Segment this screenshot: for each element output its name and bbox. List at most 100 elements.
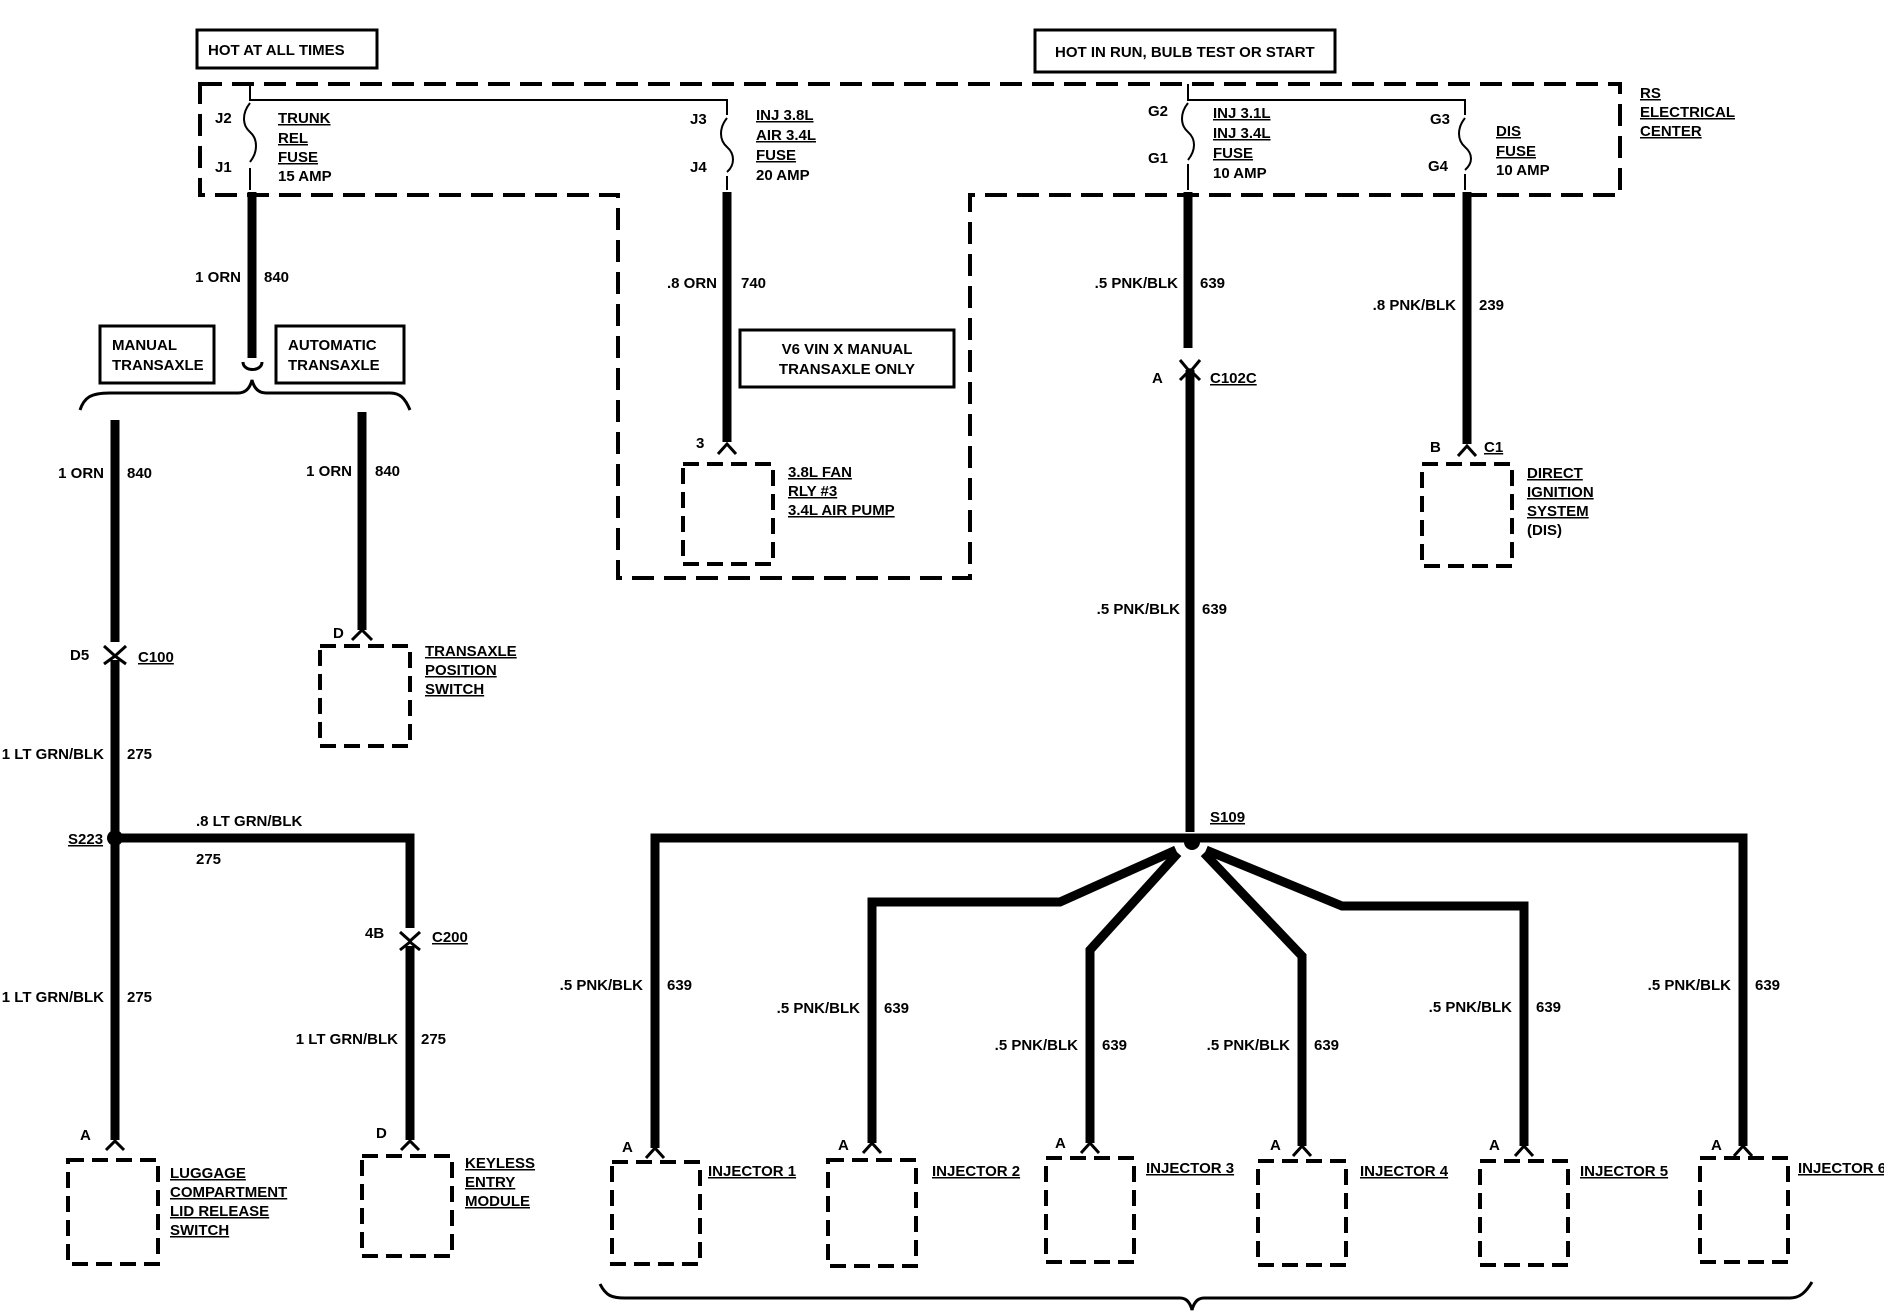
connector-symbols [102, 359, 1754, 1160]
inj-air-fuse-label-4: 20 AMP [756, 167, 810, 184]
injector-4-pin: A [1270, 1137, 1281, 1154]
wire-840-top-circuit: 840 [264, 269, 289, 286]
luggage-label-1: LUGGAGE [170, 1165, 246, 1182]
wire-740-circuit: 740 [741, 275, 766, 292]
hot-at-all-times-box [195, 28, 379, 70]
wire-239-circuit: 239 [1479, 297, 1504, 314]
splice-s223-label: S223 [68, 831, 103, 848]
luggage-label-2: COMPARTMENT [170, 1184, 287, 1201]
wire-840-manual-circuit: 840 [127, 465, 152, 482]
injector-3-label: INJECTOR 3 [1146, 1160, 1234, 1177]
wire-275-a-gauge: 1 LT GRN/BLK [2, 746, 104, 763]
inj-fuse-label-1: INJ 3.1L [1213, 105, 1271, 122]
fan-relay-pin: 3 [696, 435, 704, 452]
dis-fuse-label-1: DIS [1496, 123, 1521, 140]
terminal-j2: J2 [215, 110, 232, 127]
injector-4-label: INJECTOR 4 [1360, 1163, 1449, 1180]
injector-1-box [610, 1160, 702, 1266]
dis-fuse [1458, 117, 1472, 190]
wire-275-branch-circuit: 275 [196, 851, 221, 868]
tps-label-1: TRANSAXLE [425, 643, 517, 660]
wire-inj1 [650, 833, 1192, 1148]
terminal-j1: J1 [215, 159, 232, 176]
injector-2-pin: A [838, 1137, 849, 1154]
fan-relay-label-1: 3.8L FAN [788, 464, 852, 481]
wire-inj6-circuit: 639 [1755, 977, 1780, 994]
injector-6-label: INJECTOR 6 [1798, 1160, 1884, 1177]
trunk-fuse [243, 84, 257, 190]
wire-inj2 [867, 845, 1178, 1143]
c1-pin: B [1430, 439, 1441, 456]
c200-pin: 4B [365, 925, 384, 942]
wire-inj3-circuit: 639 [1102, 1037, 1127, 1054]
terminal-j3: J3 [690, 111, 707, 128]
automatic-transaxle-label-1: AUTOMATIC [288, 337, 377, 354]
injector-1-pin: A [622, 1139, 633, 1156]
v6-note-box [738, 328, 956, 389]
trunk-fuse-label-1: TRUNK [278, 110, 331, 127]
injector-4-box [1256, 1159, 1348, 1267]
trunk-fuse-label-2: REL [278, 130, 308, 147]
c200-name: C200 [432, 929, 468, 946]
wire-275-c-circuit: 275 [421, 1031, 446, 1048]
keyless-pin: D [376, 1125, 387, 1142]
wire-inj4-circuit: 639 [1314, 1037, 1339, 1054]
dis-fuse-label-2: FUSE [1496, 143, 1536, 160]
hot-in-run-label: HOT IN RUN, BULB TEST OR START [1055, 44, 1315, 61]
hot-at-all-times-label: HOT AT ALL TIMES [208, 42, 345, 59]
injector-2-label: INJECTOR 2 [932, 1163, 1020, 1180]
trunk-fuse-label-3: FUSE [278, 149, 318, 166]
keyless-label-3: MODULE [465, 1193, 530, 1210]
c1-name: C1 [1484, 439, 1503, 456]
injector-1-label: INJECTOR 1 [708, 1163, 796, 1180]
wire-inj2-circuit: 639 [884, 1000, 909, 1017]
wire-inj5 [1204, 845, 1529, 1146]
fan-relay-label-2: RLY #3 [788, 483, 837, 500]
luggage-box [66, 1158, 160, 1266]
wire-239-gauge: .8 PNK/BLK [1373, 297, 1457, 314]
wire-inj6 [1192, 833, 1748, 1146]
wire-639-mid-circuit: 639 [1202, 601, 1227, 618]
c100-pin: D5 [70, 647, 89, 664]
dis-label-1: DIRECT [1527, 465, 1583, 482]
electrical-center-line-3: CENTER [1640, 123, 1702, 140]
inj-fuse [1181, 84, 1195, 190]
wire-inj5-gauge: .5 PNK/BLK [1429, 999, 1513, 1016]
wire-275-branch [115, 833, 415, 928]
splice-s109-label: S109 [1210, 809, 1245, 826]
wire-inj6-gauge: .5 PNK/BLK [1648, 977, 1732, 994]
wire-inj5-circuit: 639 [1536, 999, 1561, 1016]
keyless-label-1: KEYLESS [465, 1155, 535, 1172]
wire-inj3 [1085, 849, 1182, 1143]
manual-transaxle-box [98, 324, 216, 385]
wire-275-branch-gauge: .8 LT GRN/BLK [196, 813, 303, 830]
manual-transaxle-label-1: MANUAL [112, 337, 177, 354]
c102c-name: C102C [1210, 370, 1257, 387]
injector-6-box [1698, 1156, 1790, 1264]
wire-inj2-gauge: .5 PNK/BLK [777, 1000, 861, 1017]
wire-inj3-gauge: .5 PNK/BLK [995, 1037, 1079, 1054]
injector-2-box [826, 1158, 918, 1268]
wire-275-c-gauge: 1 LT GRN/BLK [296, 1031, 398, 1048]
tps-box [318, 644, 412, 748]
inj-air-fuse-label-2: AIR 3.4L [756, 127, 816, 144]
wire-inj1-gauge: .5 PNK/BLK [560, 977, 644, 994]
terminal-g1: G1 [1148, 150, 1168, 167]
injector-5-pin: A [1489, 1137, 1500, 1154]
terminal-j4: J4 [690, 159, 707, 176]
v6-note-label-2: TRANSAXLE ONLY [779, 361, 915, 378]
wire-840-auto-gauge: 1 ORN [306, 463, 352, 480]
wire-840-auto-circuit: 840 [375, 463, 400, 480]
component-boxes [66, 462, 1790, 1268]
automatic-transaxle-box [274, 324, 406, 385]
inj-fuse-label-4: 10 AMP [1213, 165, 1267, 182]
luggage-pin: A [80, 1127, 91, 1144]
tps-label-2: POSITION [425, 662, 497, 679]
dis-label-3: SYSTEM [1527, 503, 1589, 520]
wire-840-top-gauge: 1 ORN [195, 269, 241, 286]
wire-inj4-gauge: .5 PNK/BLK [1207, 1037, 1291, 1054]
tps-pin: D [333, 625, 344, 642]
electrical-center-line-1: RS [1640, 85, 1661, 102]
injector-3-box [1044, 1156, 1136, 1264]
luggage-label-4: SWITCH [170, 1222, 229, 1239]
